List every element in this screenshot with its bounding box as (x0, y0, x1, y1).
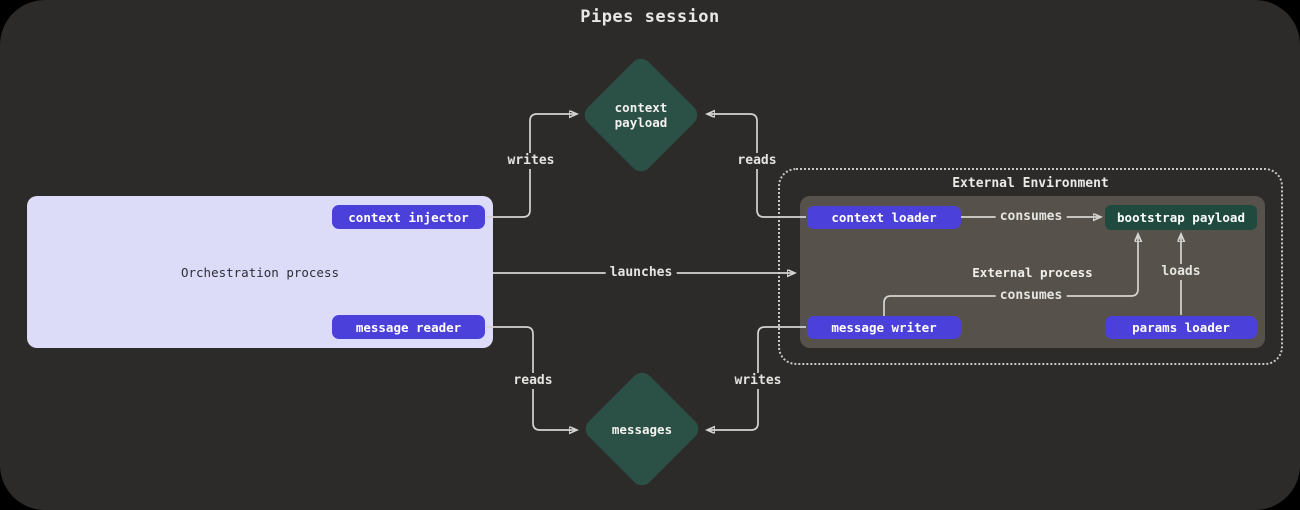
edge-label-reads-top: reads (733, 153, 781, 169)
orchestration-process-node: Orchestration process context injector m… (27, 196, 493, 348)
external-environment-label: External Environment (952, 176, 1109, 191)
edge-label-writes-top: writes (503, 153, 559, 169)
context-injector-node: context injector (332, 205, 485, 229)
bootstrap-payload-node: bootstrap payload (1105, 205, 1257, 230)
edge-label-reads-bottom: reads (509, 373, 557, 389)
edge-label-consumes-top: consumes (995, 209, 1067, 225)
context-payload-label-line1: context (614, 100, 668, 115)
edge-label-writes-bottom: writes (730, 373, 786, 389)
context-loader-node: context loader (807, 206, 961, 229)
external-environment-group: External Environment (778, 168, 1283, 365)
message-writer-node: message writer (807, 316, 961, 339)
orchestration-process-label: Orchestration process (180, 264, 340, 280)
messages-label: messages (611, 422, 673, 437)
diagram-title: Pipes session (580, 7, 720, 27)
message-reader-node: message reader (332, 315, 485, 339)
params-loader-node: params loader (1105, 316, 1257, 339)
context-payload-label: context payload (581, 100, 701, 130)
edge-label-loads: loads (1157, 264, 1205, 280)
context-payload-label-line2: payload (614, 115, 668, 130)
edge-label-launches: launches (605, 265, 677, 281)
edge-label-consumes-bottom: consumes (995, 288, 1067, 304)
